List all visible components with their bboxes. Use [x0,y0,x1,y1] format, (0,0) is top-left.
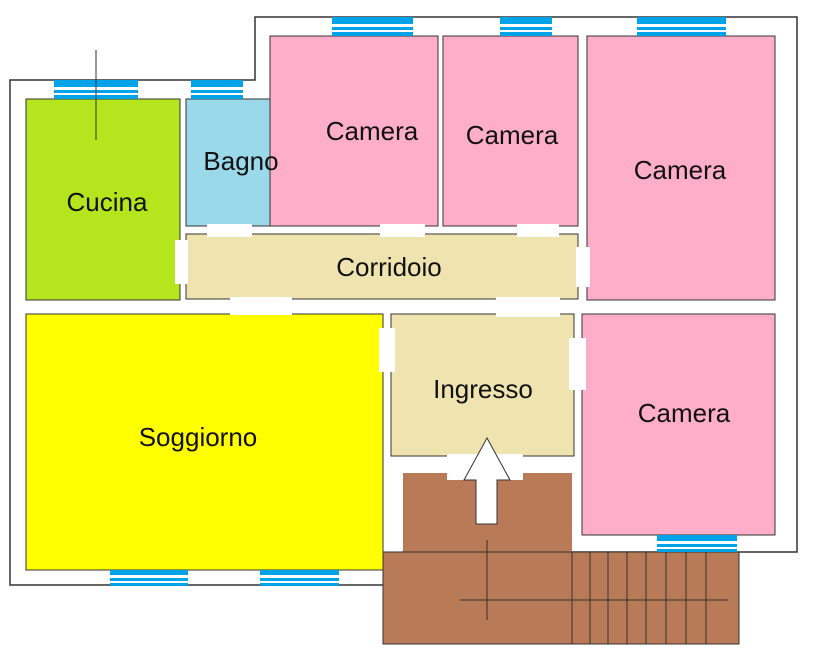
rooms [25,35,776,571]
label-soggiorno: Soggiorno [139,422,258,452]
room-camera-4 [581,313,776,536]
room-camera-3 [586,35,776,301]
label-cucina: Cucina [67,187,148,217]
entry-arrow-icon [463,436,511,525]
door-camera-1 [380,224,425,237]
door-camera-3 [576,247,590,287]
stair-treads [589,552,707,644]
door-soggiorno [230,297,292,315]
door-ingresso-corridoio [496,297,560,317]
window-icon [110,570,188,586]
label-bagno: Bagno [203,146,278,176]
label-camera-3: Camera [634,155,727,185]
label-corridoio: Corridoio [336,252,442,282]
label-camera-1: Camera [326,116,419,146]
room-ingresso [390,313,575,457]
room-soggiorno [25,313,384,571]
door-camera-4 [569,338,586,390]
door-cucina [175,240,188,284]
staircase-step-area [571,551,740,645]
room-camera-1 [269,35,439,227]
label-ingresso: Ingresso [433,374,533,404]
window-icon [191,80,243,99]
window-icon [657,535,737,552]
stairs [382,473,740,645]
door-camera-2 [517,224,559,237]
room-cucina [25,98,181,301]
room-camera-2 [442,35,579,227]
window-icon [637,17,726,36]
window-icon [500,17,552,36]
room-corridoio [185,233,579,300]
label-camera-2: Camera [466,120,559,150]
window-icon [260,570,339,586]
door-soggiorno-ingresso [379,328,395,372]
room-labels: Cucina Bagno Camera Camera Camera Corrid… [67,116,731,452]
window-icon [332,17,413,36]
door-bagno [207,224,252,237]
label-camera-4: Camera [638,398,731,428]
